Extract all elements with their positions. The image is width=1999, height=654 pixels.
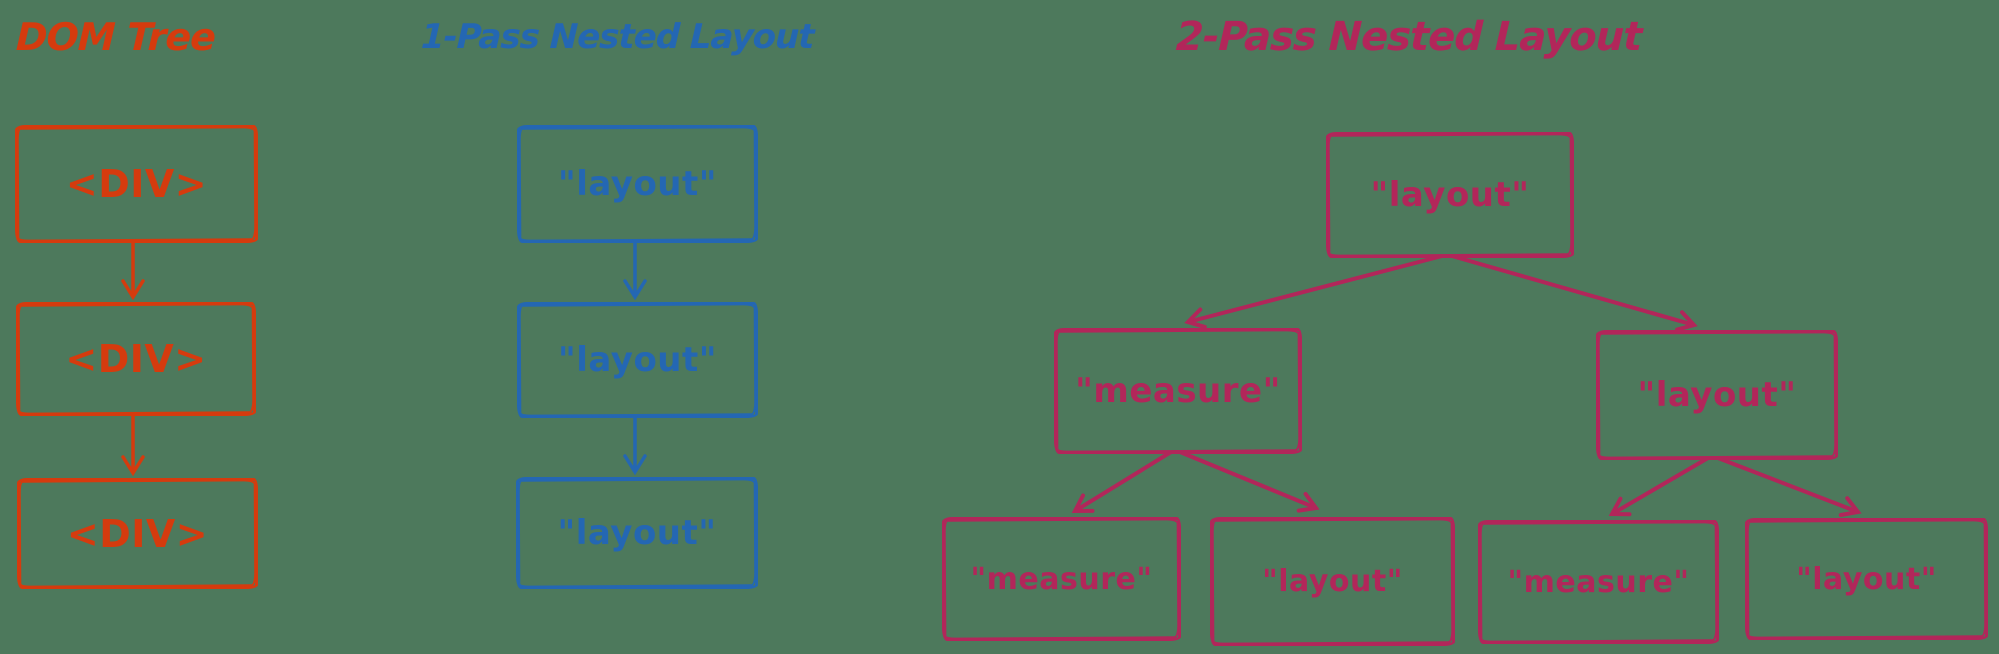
one-pass-node-1: "layout" bbox=[517, 125, 758, 243]
two-pass-arrow-root-measure bbox=[1184, 254, 1443, 329]
dom-node-1: <DIV> bbox=[15, 125, 258, 243]
node-label: "layout" bbox=[557, 513, 717, 553]
two-pass-root-node: "layout" bbox=[1326, 132, 1574, 258]
two-pass-arrow-measure-layout bbox=[1179, 450, 1320, 513]
node-label: "layout" bbox=[1262, 564, 1403, 599]
node-label: "measure" bbox=[1507, 564, 1690, 600]
one-pass-title: 1-Pass Nested Layout bbox=[420, 17, 815, 57]
node-label: "layout" bbox=[1370, 175, 1530, 215]
two-pass-arrow-root-layout bbox=[1451, 254, 1698, 332]
one-pass-node-3: "layout" bbox=[516, 477, 758, 589]
node-label: "layout" bbox=[558, 340, 717, 380]
node-label: <DIV> bbox=[65, 337, 207, 381]
node-label: "measure" bbox=[970, 561, 1153, 597]
dom-tree-title: DOM Tree bbox=[15, 15, 216, 59]
dom-node-2: <DIV> bbox=[16, 302, 256, 416]
two-pass-arrow-layout-layout bbox=[1717, 456, 1862, 517]
two-pass-leaf-layout-2: "layout" bbox=[1745, 518, 1988, 640]
dom-node-3: <DIV> bbox=[17, 478, 258, 589]
node-label: "layout" bbox=[558, 164, 717, 204]
two-pass-layout-node: "layout" bbox=[1596, 330, 1838, 460]
node-label: "layout" bbox=[1637, 375, 1797, 415]
node-label: <DIV> bbox=[65, 162, 208, 206]
two-pass-measure-node: "measure" bbox=[1054, 328, 1302, 454]
node-label: "layout" bbox=[1796, 561, 1937, 597]
two-pass-title: 2-Pass Nested Layout bbox=[1175, 14, 1643, 60]
two-pass-leaf-layout-1: "layout" bbox=[1210, 517, 1455, 646]
two-pass-leaf-measure-2: "measure" bbox=[1478, 520, 1719, 644]
two-pass-arrow-layout-measure bbox=[1608, 456, 1710, 517]
one-pass-node-2: "layout" bbox=[517, 302, 758, 418]
two-pass-arrow-measure-measure bbox=[1071, 450, 1173, 514]
node-label: <DIV> bbox=[66, 511, 209, 556]
two-pass-leaf-measure-1: "measure" bbox=[942, 517, 1181, 641]
node-label: "measure" bbox=[1075, 371, 1281, 411]
